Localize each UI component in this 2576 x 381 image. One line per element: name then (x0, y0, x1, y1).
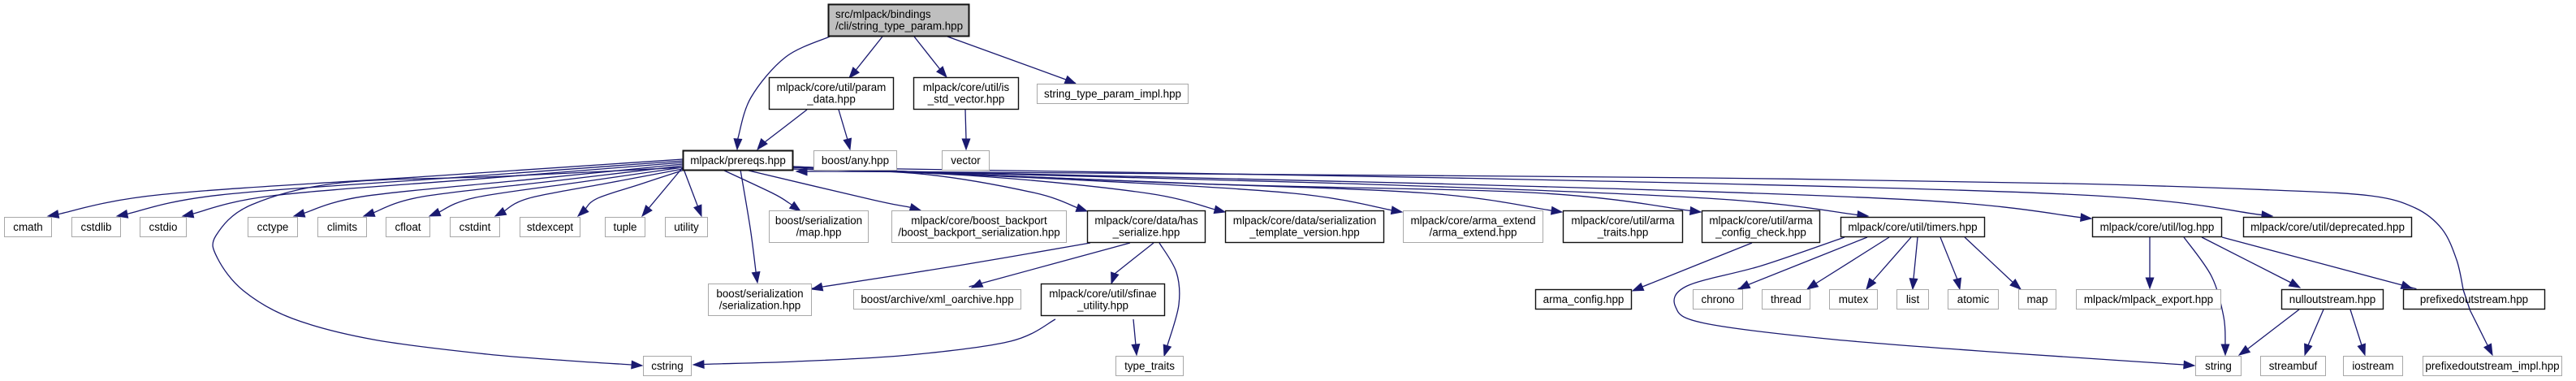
svg-text:cctype: cctype (257, 221, 289, 233)
svg-text:boost/archive/xml_oarchive.hpp: boost/archive/xml_oarchive.hpp (861, 293, 1013, 305)
svg-text:mlpack/core/util/param: mlpack/core/util/param (777, 81, 887, 93)
svg-text:mlpack/core/util/arma: mlpack/core/util/arma (1571, 214, 1675, 227)
svg-text:cstdint: cstdint (460, 221, 491, 233)
svg-text:_data.hpp: _data.hpp (806, 93, 856, 106)
svg-text:stdexcept: stdexcept (527, 221, 574, 233)
svg-text:_config_check.hpp: _config_check.hpp (1715, 227, 1806, 239)
svg-text:mlpack/core/util/deprecated.hp: mlpack/core/util/deprecated.hpp (2250, 221, 2405, 233)
svg-text:cstdlib: cstdlib (81, 221, 112, 233)
svg-text:iostream: iostream (2352, 360, 2393, 372)
svg-text:mlpack/mlpack_export.hpp: mlpack/mlpack_export.hpp (2084, 293, 2213, 305)
svg-text:/cli/string_type_param.hpp: /cli/string_type_param.hpp (835, 20, 963, 32)
svg-text:mlpack/core/util/arma: mlpack/core/util/arma (1709, 214, 1813, 227)
svg-text:boost/any.hpp: boost/any.hpp (822, 154, 889, 167)
svg-text:cmath: cmath (13, 221, 42, 233)
svg-text:mlpack/core/data/serialization: mlpack/core/data/serialization (1233, 214, 1376, 227)
svg-text:mlpack/core/util/is: mlpack/core/util/is (923, 81, 1010, 93)
svg-text:thread: thread (1771, 293, 1801, 305)
svg-text:mlpack/core/util/timers.hpp: mlpack/core/util/timers.hpp (1848, 221, 1977, 233)
svg-text:mlpack/core/util/sfinae: mlpack/core/util/sfinae (1049, 288, 1156, 300)
svg-text:streambuf: streambuf (2269, 360, 2318, 372)
svg-text:/arma_extend.hpp: /arma_extend.hpp (1430, 227, 1517, 239)
svg-text:/boost_backport_serialization.: /boost_backport_serialization.hpp (898, 227, 1060, 239)
svg-text:string_type_param_impl.hpp: string_type_param_impl.hpp (1044, 88, 1181, 100)
svg-text:src/mlpack/bindings: src/mlpack/bindings (835, 8, 931, 20)
svg-text:_traits.hpp: _traits.hpp (1597, 227, 1649, 239)
svg-text:cstdio: cstdio (149, 221, 178, 233)
svg-text:/map.hpp: /map.hpp (796, 227, 842, 239)
svg-text:nulloutstream.hpp: nulloutstream.hpp (2289, 293, 2375, 305)
svg-text:list: list (1906, 293, 1920, 305)
svg-text:map: map (2026, 293, 2047, 305)
svg-text:mlpack/core/arma_extend: mlpack/core/arma_extend (1410, 214, 1535, 227)
svg-text:string: string (2205, 360, 2232, 372)
svg-text:chrono: chrono (1702, 293, 1735, 305)
svg-text:mlpack/core/boost_backport: mlpack/core/boost_backport (911, 214, 1047, 227)
svg-text:/serialization.hpp: /serialization.hpp (719, 300, 801, 312)
svg-text:arma_config.hpp: arma_config.hpp (1543, 293, 1625, 305)
svg-text:_std_vector.hpp: _std_vector.hpp (927, 93, 1005, 106)
svg-text:prefixedoutstream.hpp: prefixedoutstream.hpp (2420, 293, 2528, 305)
svg-text:climits: climits (327, 221, 357, 233)
svg-text:_template_version.hpp: _template_version.hpp (1249, 227, 1359, 239)
svg-text:type_traits: type_traits (1124, 360, 1175, 372)
svg-text:cstring: cstring (651, 360, 683, 372)
svg-text:boost/serialization: boost/serialization (775, 214, 862, 227)
svg-text:mlpack/prereqs.hpp: mlpack/prereqs.hpp (690, 154, 786, 167)
svg-text:_utility.hpp: _utility.hpp (1077, 300, 1128, 312)
svg-text:prefixedoutstream_impl.hpp: prefixedoutstream_impl.hpp (2425, 360, 2559, 372)
svg-text:cfloat: cfloat (395, 221, 421, 233)
svg-text:_serialize.hpp: _serialize.hpp (1112, 227, 1180, 239)
svg-text:vector: vector (951, 154, 981, 167)
svg-text:utility: utility (674, 221, 699, 233)
svg-text:mutex: mutex (1839, 293, 1869, 305)
svg-text:mlpack/core/data/has: mlpack/core/data/has (1094, 214, 1198, 227)
svg-text:tuple: tuple (613, 221, 636, 233)
svg-text:boost/serialization: boost/serialization (716, 288, 803, 300)
svg-text:atomic: atomic (1957, 293, 1990, 305)
svg-text:mlpack/core/util/log.hpp: mlpack/core/util/log.hpp (2100, 221, 2215, 233)
